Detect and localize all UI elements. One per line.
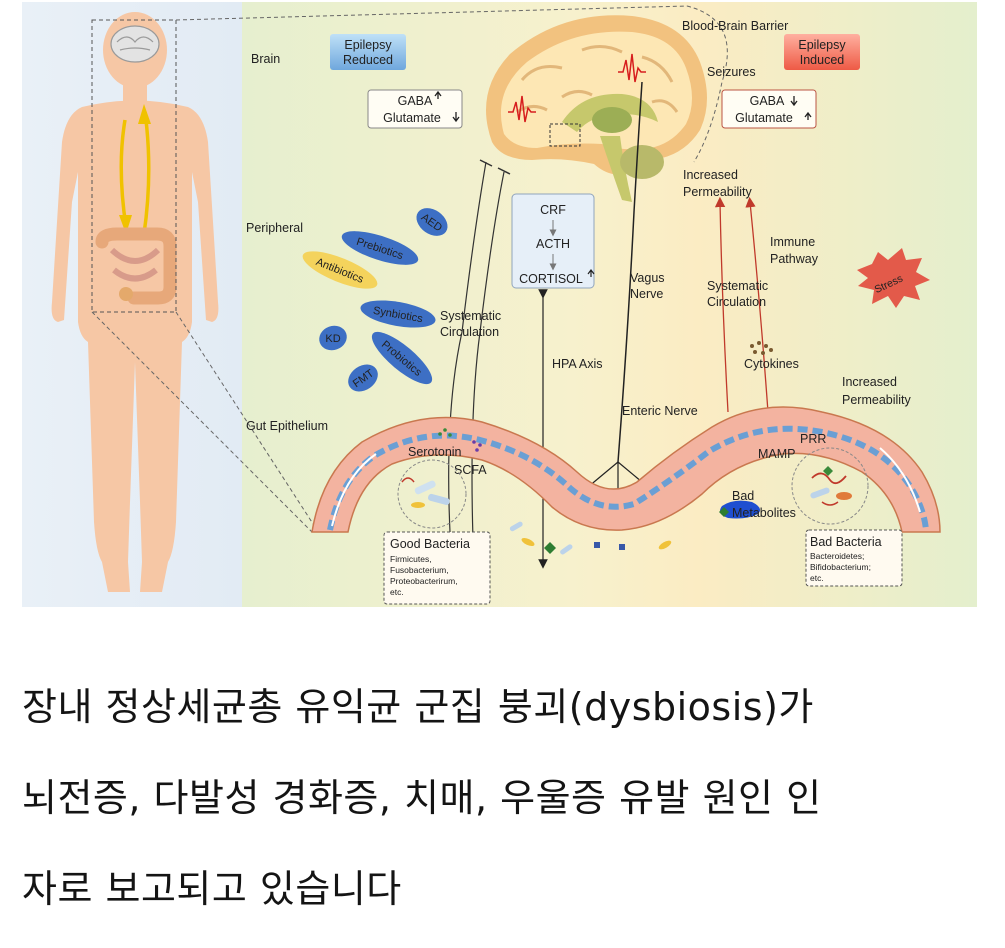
brain-label: Brain [251,52,280,66]
increased-permeability-right-2: Permeability [842,393,912,407]
seizures-label: Seizures [707,65,756,79]
gaba-induced-box: GABA Glutamate [721,89,817,129]
crf-label: CRF [540,203,566,217]
mamp-label: MAMP [758,447,796,461]
diagram-canvas: Brain Peripheral Gut Epithelium Epilepsy… [22,2,977,607]
scfa-label: SCFA [454,463,487,477]
arrow-up-icon [434,90,442,99]
blood-brain-barrier-line [686,5,728,163]
arrow-up-icon [804,111,812,120]
good-bacteria-item-3: Proteobacterirum, [390,576,458,586]
gaba-reduced-box: GABA Glutamate [367,89,463,129]
good-bacteria-item-4: etc. [390,587,404,597]
brain-illustration [486,15,707,202]
vagus-nerve-line [617,81,643,463]
increased-permeability-right-1: Increased [842,375,897,389]
permeability-arrow-2 [745,196,769,413]
bad-bacteria-item-3: etc. [810,573,824,583]
cytokines-label: Cytokines [744,357,799,371]
systemic-pathway-line-1 [448,161,487,568]
increased-permeability-top-2: Permeability [683,185,753,199]
hpa-axis-label: HPA Axis [552,357,602,371]
lumen-particles [509,507,729,555]
kd-pill: KD [319,325,347,351]
permeability-arrow-1 [714,196,729,413]
arrow-up-icon [587,269,595,277]
immune-pathway-2: Pathway [770,252,819,266]
zoom-line-bottom [91,311,313,533]
epilepsy-reduced-badge: Epilepsy Reduced [330,34,406,70]
caption-text: 장내 정상세균총 유익균 군집 붕괴(dysbiosis)가 뇌전증, 다발성 … [22,662,992,935]
epilepsy-reduced-line2: Reduced [343,53,393,67]
epilepsy-reduced-line1: Epilepsy [344,38,392,52]
caption-line-1: 장내 정상세균총 유익균 군집 붕괴(dysbiosis)가 [22,685,814,729]
bad-bacteria-shapes [810,466,852,506]
bad-bacteria-box: Bad Bacteria Bacteroidetes; Bifidobacter… [805,529,903,587]
good-bacteria-zoom-circle [397,459,467,529]
systematic-circulation-left-1: Systematic [440,309,501,323]
prebiotics-pill: Prebiotics [341,231,419,265]
cytokine-dots [750,341,773,355]
zoom-line-top [175,5,688,21]
good-bacteria-item-1: Firmicutes, [390,554,432,564]
gaba-right-label: GABA [750,94,785,108]
caption-line-3: 자로 보고되고 있습니다 [22,867,402,911]
systematic-circulation-right-1: Systematic [707,279,768,293]
epilepsy-induced-line2: Induced [800,53,845,67]
glutamate-left-label: Glutamate [383,111,441,125]
good-bacteria-box: Good Bacteria Firmicutes, Fusobacterium,… [383,531,491,605]
caption-line-2: 뇌전증, 다발성 경화증, 치매, 우울증 유발 원인 인 [22,776,822,820]
stress-burst: Stress [857,248,930,308]
vertical-arrows-icon [119,104,151,235]
highlight-mark [720,500,760,519]
good-bacteria-shapes [401,477,450,508]
synbiotics-pill: Synbiotics [360,300,436,328]
kd-label: KD [325,333,340,345]
acth-label: ACTH [536,237,570,251]
bad-bacteria-zoom-circle [791,447,869,525]
serotonin-label: Serotonin [408,445,462,459]
peripheral-label: Peripheral [246,221,303,235]
arrow-down-icon [452,112,460,123]
gaba-left-label: GABA [398,94,433,108]
arrow-down-icon [790,96,798,107]
gut-epithelium-illustration [311,406,941,533]
aed-pill: AED [416,208,448,236]
glutamate-right-label: Glutamate [735,111,793,125]
bad-metabolites-label-1: Bad [732,489,754,503]
bad-bacteria-item-2: Bifidobacterium; [810,562,871,572]
intestine-icon [95,227,177,305]
zoom-box [91,19,177,313]
systemic-pathway-line-2 [471,171,505,568]
fmt-pill: FMT [348,364,378,392]
cortisol-label: CORTISOL [519,272,583,286]
bad-bacteria-item-1: Bacteroidetes; [810,551,864,561]
good-bacteria-item-2: Fusobacterium, [390,565,449,575]
prr-label: PRR [800,432,826,446]
epilepsy-induced-badge: Epilepsy Induced [784,34,860,70]
good-bacteria-title: Good Bacteria [390,537,470,551]
bad-bacteria-title: Bad Bacteria [810,535,882,549]
systematic-circulation-left-2: Circulation [440,325,499,339]
enteric-nerve-label: Enteric Nerve [622,404,698,418]
immune-pathway-1: Immune [770,235,815,249]
blood-brain-barrier-label: Blood-Brain Barrier [682,19,788,33]
hpa-hormone-box: CRF ACTH CORTISOL [511,193,595,289]
increased-permeability-top-1: Increased [683,168,738,182]
vagus-nerve-label-2: Nerve [630,287,663,301]
vagus-nerve-label-1: Vagus [630,271,665,285]
bad-metabolites-label-2: Metabolites [732,506,796,520]
brain-icon-small [110,25,160,63]
gut-brain-axis-figure: Brain Peripheral Gut Epithelium Epilepsy… [22,2,977,607]
inhibition-bars [479,159,511,175]
epilepsy-induced-line1: Epilepsy [798,38,846,52]
zoom-line-mid [175,311,318,531]
gut-epithelium-label: Gut Epithelium [246,419,328,433]
serotonin-dots [438,428,482,452]
systematic-circulation-right-2: Circulation [707,295,766,309]
